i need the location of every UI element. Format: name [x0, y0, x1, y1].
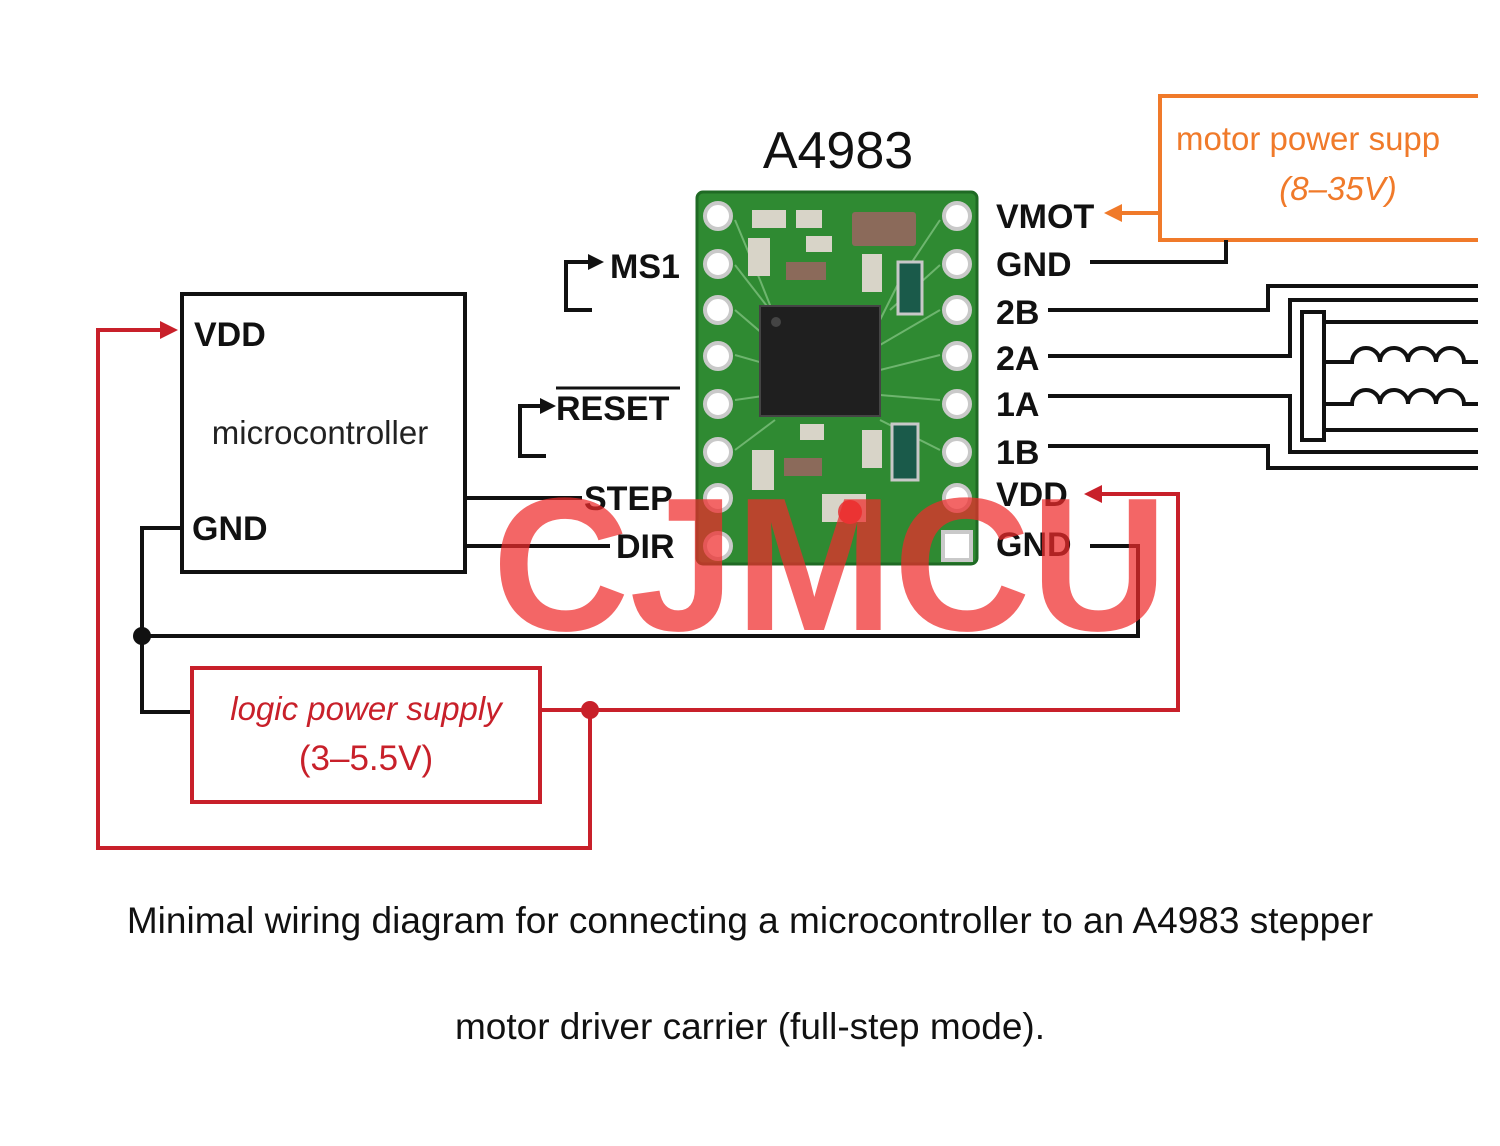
mcu-vdd-arrow-icon — [160, 321, 178, 339]
mcu-vdd-label: VDD — [194, 316, 266, 354]
watermark: CJMCU — [492, 459, 1168, 671]
signal-wires — [465, 496, 610, 548]
pin-reset: RESET — [556, 390, 670, 428]
pin-dir: DIR — [616, 528, 675, 566]
coil-icon — [1324, 346, 1478, 364]
pin-gnd-logic: GND — [996, 526, 1072, 564]
led-icon — [838, 500, 862, 524]
logic-supply-label: logic power supply — [230, 690, 504, 727]
motor-power-supply: motor power supp (8–35V) — [1158, 94, 1478, 242]
pin-step: STEP — [584, 480, 673, 518]
pin-1b: 1B — [996, 434, 1039, 472]
reset-arrow-icon — [540, 398, 556, 414]
mcu-label: microcontroller — [212, 414, 428, 451]
motor-supply-label: motor power supp — [1176, 120, 1440, 157]
caption-line-1: Minimal wiring diagram for connecting a … — [126, 900, 1374, 941]
motor-supply-range: (8–35V) — [1279, 170, 1396, 207]
ground-bus — [133, 526, 1140, 714]
pin-vmot: VMOT — [996, 198, 1094, 236]
pin-gnd-motor: GND — [996, 246, 1072, 284]
microcontroller-box: VDD microcontroller GND — [180, 292, 467, 574]
pin-2b: 2B — [996, 294, 1039, 332]
ms1-arrow-icon — [588, 254, 604, 270]
junction-dot — [133, 627, 151, 645]
stepper-motor — [1048, 284, 1478, 470]
left-pin-labels: MS1 RESET STEP DIR — [518, 248, 680, 566]
driver-board — [695, 190, 979, 566]
pin-1a: 1A — [996, 386, 1039, 424]
capacitor — [852, 212, 916, 246]
chip-title: A4983 — [763, 122, 913, 180]
pin-ms1: MS1 — [610, 248, 680, 286]
vdd-arrow-icon — [1084, 485, 1102, 503]
logic-power-supply: logic power supply (3–5.5V) — [190, 666, 542, 804]
caption-line-2: motor driver carrier (full-step mode). — [454, 1006, 1046, 1047]
logic-supply-range: (3–5.5V) — [299, 739, 433, 778]
pin-vdd: VDD — [996, 476, 1068, 514]
motor-supply-wires — [1090, 204, 1228, 264]
junction-dot — [581, 701, 599, 719]
coil-icon — [1324, 388, 1478, 406]
right-pin-labels: VMOT GND 2B 2A 1A 1B VDD GND — [996, 198, 1094, 564]
mcu-gnd-label: GND — [192, 510, 268, 548]
logic-supply-wires — [96, 321, 1180, 850]
pin-2a: 2A — [996, 340, 1039, 378]
vmot-arrow-icon — [1104, 204, 1122, 222]
